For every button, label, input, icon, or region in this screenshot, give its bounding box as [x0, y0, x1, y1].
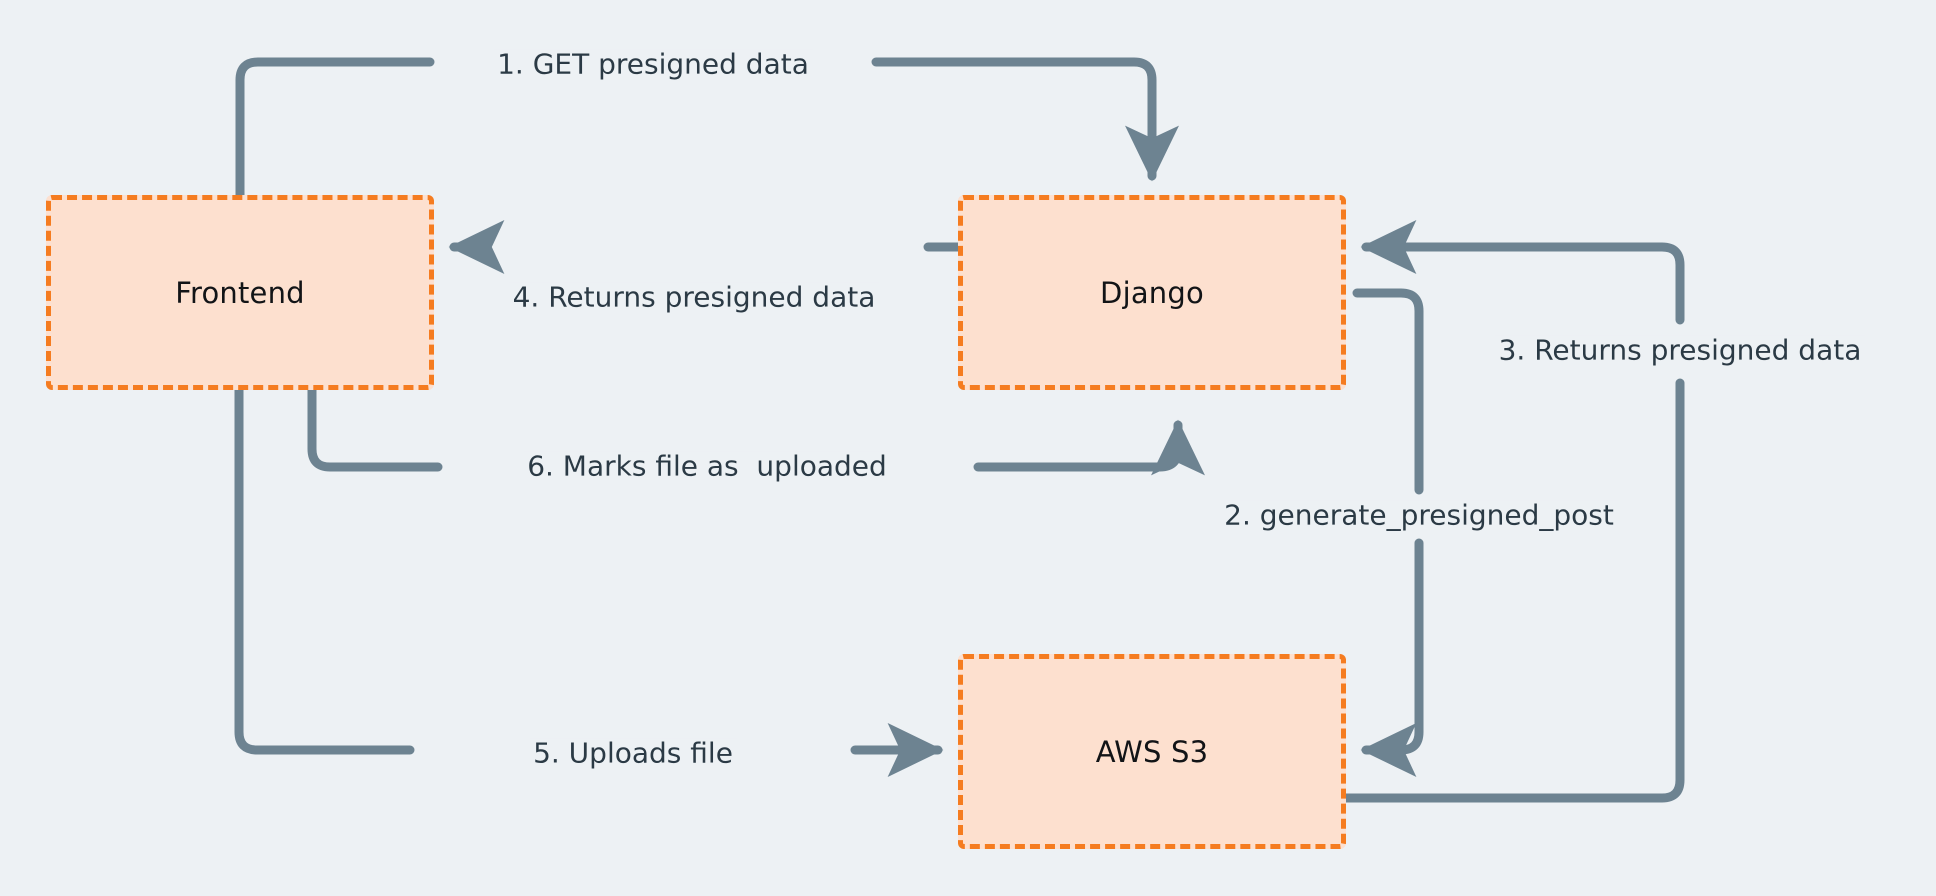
edge-path-6 — [307, 385, 443, 472]
edge-path-3 — [1341, 378, 1685, 803]
node-aws-s3-label: AWS S3 — [1095, 734, 1209, 769]
edge-path-5 — [234, 385, 415, 755]
node-aws-s3[interactable]: AWS S3 — [958, 654, 1346, 849]
edge-path-6b — [973, 419, 1205, 476]
edge-path-3b — [1360, 220, 1685, 325]
edge-path-1b — [871, 57, 1179, 182]
edge-path-2 — [1352, 288, 1424, 495]
node-frontend-label: Frontend — [175, 275, 305, 310]
edge-label-2: 2. generate_presigned_post — [1220, 500, 1618, 532]
node-django[interactable]: Django — [958, 195, 1346, 390]
edge-path-1 — [235, 57, 435, 200]
edge-label-4: 4. Returns presigned data — [508, 282, 880, 314]
edge-label-5: 5. Uploads file — [529, 738, 737, 770]
node-django-label: Django — [1100, 275, 1204, 310]
edge-label-6: 6. Marks file as uploaded — [523, 451, 891, 483]
edge-label-3: 3. Returns presigned data — [1494, 335, 1866, 367]
node-frontend[interactable]: Frontend — [46, 195, 434, 390]
edge-label-1: 1. GET presigned data — [493, 49, 813, 81]
edge-path-2b — [1360, 538, 1424, 777]
